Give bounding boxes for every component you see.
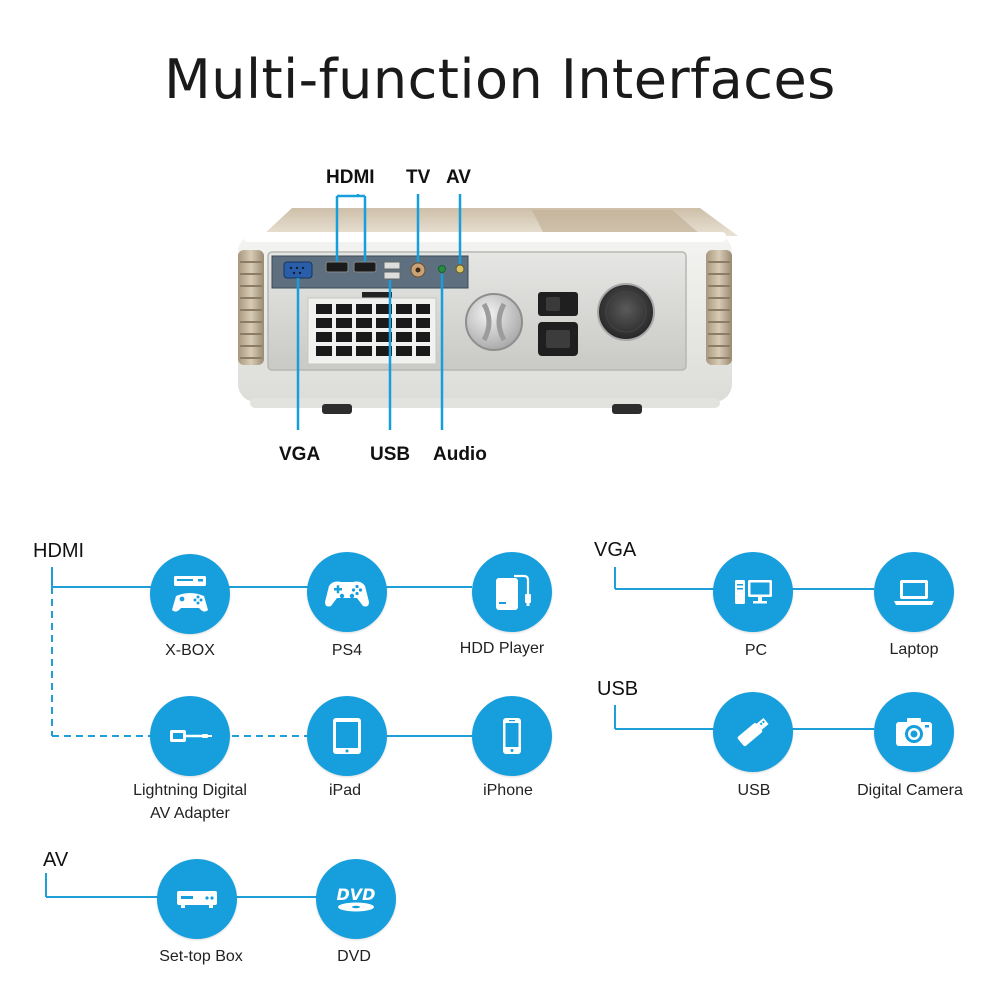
group-label-hdmi: HDMI: [33, 540, 85, 562]
projector-rear-illustration: [238, 194, 738, 430]
focus-knob: [465, 293, 523, 351]
dvd-node: DVD: [316, 859, 396, 939]
ps4-node: [307, 552, 387, 632]
laptop-node: [874, 552, 954, 632]
port-label-tv: TV: [406, 167, 431, 188]
left-foot: [322, 404, 352, 414]
pc-label: PC: [744, 642, 768, 659]
digital-camera-node: [874, 692, 954, 772]
dvd-icon: DVD: [337, 885, 376, 912]
usb-stick-icon: [737, 718, 769, 747]
right-vent-ribs: [706, 250, 732, 365]
lightning-adapter-icon: [170, 730, 212, 742]
xbox-label: X-BOX: [165, 642, 215, 659]
dvd-label: DVD: [337, 948, 371, 965]
lightning-adapter-label-line-2: AV Adapter: [150, 805, 230, 822]
set-top-box-icon: [177, 891, 217, 908]
usb-port-2: [383, 271, 401, 280]
right-foot: [612, 404, 642, 414]
vent-slots: [316, 304, 430, 356]
usb-node: [713, 692, 793, 772]
lightning-adapter-label-line-1: Lightning Digital: [133, 782, 247, 799]
pc-node: [713, 552, 793, 632]
ps4-label: PS4: [331, 642, 363, 659]
laptop-icon: [894, 580, 934, 605]
desktop-pc-icon: [735, 580, 772, 604]
port-label-hdmi: HDMI: [326, 167, 375, 188]
ipad-node: [307, 696, 387, 776]
port-label-audio: Audio: [433, 444, 487, 465]
laptop-label: Laptop: [889, 641, 939, 658]
phone-icon: [503, 718, 521, 754]
audio-port: [438, 265, 446, 273]
lightning-adapter-node: [150, 696, 230, 776]
group-label-usb: USB: [597, 678, 639, 700]
page-title: Multi-function Interfaces: [164, 48, 836, 111]
set-top-box-label: Set-top Box: [159, 948, 243, 965]
group-label-av: AV: [43, 849, 69, 871]
iphone-node: [472, 696, 552, 776]
usb-label: USB: [737, 782, 771, 799]
set-top-box-node: [157, 859, 237, 939]
left-vent-ribs: [238, 250, 264, 365]
port-callout-lines: [296, 194, 462, 430]
port-label-av: AV: [446, 167, 471, 188]
hdd-player-label: HDD Player: [459, 640, 545, 657]
camera-icon: [896, 718, 932, 746]
iphone-label: iPhone: [483, 782, 533, 799]
av-port: [455, 264, 465, 274]
hdd-player-node: [472, 552, 552, 632]
tablet-icon: [333, 718, 361, 754]
game-console-icon: [172, 576, 208, 612]
hdd-player-icon: [496, 574, 531, 610]
ipad-label: iPad: [328, 782, 362, 799]
xbox-node: [150, 554, 230, 634]
lightning-adapter-label: Lightning Digital AV Adapter: [110, 779, 270, 825]
port-label-usb: USB: [370, 444, 411, 465]
dvd-logo-text: DVD: [337, 885, 376, 904]
gamepad-icon: [325, 581, 369, 607]
port-label-vga: VGA: [279, 444, 321, 465]
usb-port-1: [383, 261, 401, 270]
digital-camera-label: Digital Camera: [857, 782, 963, 799]
group-label-vga: VGA: [594, 539, 637, 561]
